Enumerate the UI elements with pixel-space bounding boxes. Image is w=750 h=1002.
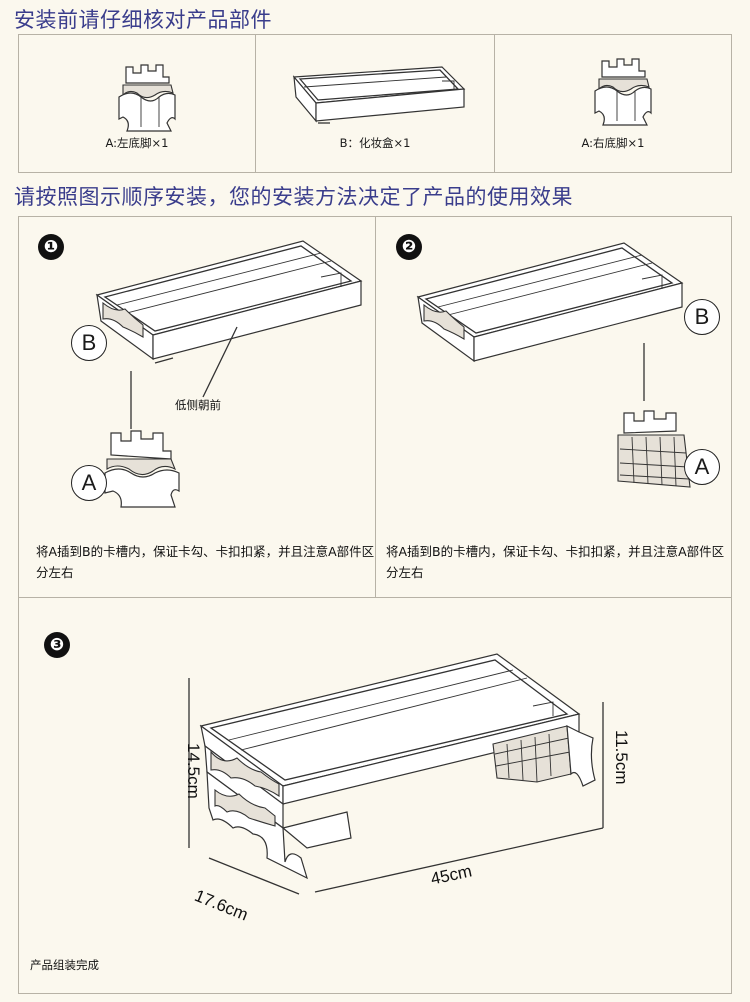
step-2-callout-b: B <box>684 299 720 335</box>
step-2: ❷ B A 将A插到B的卡槽内，保证卡勾、卡扣扣紧，并且注意A部件区分左右 <box>376 217 731 598</box>
parts-check-heading: 安装前请仔细核对产品部件 <box>14 8 272 32</box>
dimension-height-right: 11.5cm <box>612 730 631 785</box>
step-1-note: 低侧朝前 <box>175 398 221 412</box>
steps-panel: ❶ B 低侧朝前 A 将A插到B的卡槽内，保证卡勾、卡扣扣紧，并且注意A部件区分… <box>18 216 732 994</box>
dimension-lines <box>188 678 604 895</box>
step-1: ❶ B 低侧朝前 A 将A插到B的卡槽内，保证卡勾、卡扣扣紧，并且注意A部件区分… <box>19 217 376 598</box>
dimension-height-left: 14.5cm <box>184 743 203 799</box>
part-a-left-label: A:左底脚×1 <box>105 136 169 150</box>
part-makeup-box: B：化妆盒×1 <box>256 35 495 172</box>
part-a-right-label: A:右底脚×1 <box>581 136 645 150</box>
assembly-complete-caption: 产品组装完成 <box>30 958 99 972</box>
left-foot-icon <box>118 64 176 132</box>
step-1-number: ❶ <box>38 234 64 260</box>
part-b-label: B：化妆盒×1 <box>339 136 411 150</box>
step-3-number: ❸ <box>44 632 70 658</box>
step-2-box-drawing <box>416 242 684 363</box>
step-1-leader-line <box>202 326 238 398</box>
step-3: ❸ 14.5cm 11.5cm 17.6cm <box>19 598 731 993</box>
step-1-callout-a: A <box>71 465 107 501</box>
assembled-product-drawing <box>199 653 596 880</box>
step-1-callout-b: B <box>71 325 107 361</box>
install-order-heading: 请按照图示顺序安装，您的安装方法决定了产品的使用效果 <box>14 185 573 209</box>
makeup-box-icon <box>292 66 466 124</box>
step-2-foot-drawing <box>617 410 691 488</box>
part-right-foot: A:右底脚×1 <box>495 35 731 172</box>
part-left-foot: A:左底脚×1 <box>19 35 256 172</box>
step-2-callout-a: A <box>684 449 720 485</box>
step-1-alignment-line <box>130 371 132 429</box>
step-1-foot-drawing <box>104 430 180 508</box>
right-foot-icon <box>594 58 652 126</box>
step-2-alignment-line <box>643 343 645 401</box>
parts-panel: A:左底脚×1 B：化妆盒×1 A:右底脚×1 <box>18 34 732 173</box>
step-2-instruction: 将A插到B的卡槽内，保证卡勾、卡扣扣紧，并且注意A部件区分左右 <box>386 544 725 580</box>
step-1-box-drawing <box>95 240 363 364</box>
step-1-instruction: 将A插到B的卡槽内，保证卡勾、卡扣扣紧，并且注意A部件区分左右 <box>36 544 375 580</box>
step-2-number: ❷ <box>396 234 422 260</box>
